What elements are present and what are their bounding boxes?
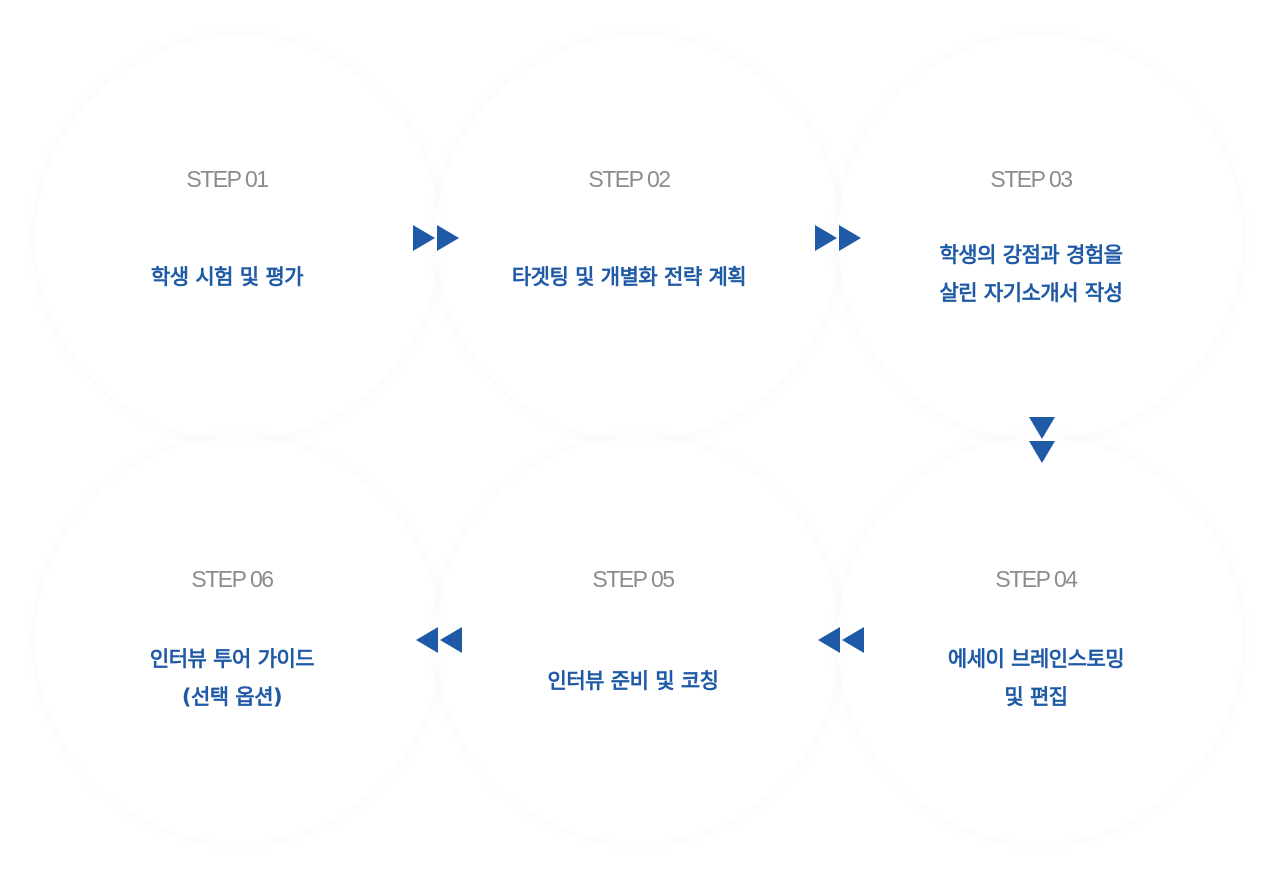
step-title-line: 에세이 브레인스토밍	[947, 647, 1125, 671]
step-title-1: 학생 시험 및 평가	[24, 258, 430, 296]
step-title-line: 인터뷰 투어 가이드	[149, 647, 315, 671]
step-title-line: 인터뷰 준비 및 코칭	[547, 669, 720, 693]
step-title-line: 학생 시험 및 평가	[150, 265, 304, 289]
step-title-line: 및 편집	[1004, 685, 1068, 709]
step-label-4: STEP 04	[995, 566, 1078, 592]
step-label-2: STEP 02	[588, 166, 671, 192]
circle-step-6	[35, 437, 441, 843]
step-title-2: 타겟팅 및 개별화 전략 계획	[426, 258, 832, 296]
circle-step-1	[35, 35, 441, 441]
step-label-6: STEP 06	[191, 566, 274, 592]
circle-step-2	[435, 35, 841, 441]
step-title-line: 타겟팅 및 개별화 전략 계획	[511, 265, 747, 289]
step-title-line: 살린 자기소개서 작성	[939, 281, 1123, 305]
double-arrow-left-icon	[818, 627, 864, 653]
step-label-3: STEP 03	[990, 166, 1073, 192]
step-title-line: 학생의 강점과 경험을	[939, 243, 1123, 267]
step-label-5: STEP 05	[592, 566, 675, 592]
circle-step-4	[837, 437, 1243, 843]
double-arrow-right-icon	[413, 225, 459, 251]
step-title-line: (선택 옵션)	[181, 685, 283, 709]
step-title-6: 인터뷰 투어 가이드 (선택 옵션)	[29, 640, 435, 716]
step-title-5: 인터뷰 준비 및 코칭	[430, 662, 836, 700]
circle-step-3	[837, 35, 1243, 441]
circle-step-5	[435, 437, 841, 843]
double-arrow-down-icon	[1029, 417, 1055, 463]
step-label-1: STEP 01	[186, 166, 269, 192]
double-arrow-left-icon	[416, 627, 462, 653]
double-arrow-right-icon	[815, 225, 861, 251]
